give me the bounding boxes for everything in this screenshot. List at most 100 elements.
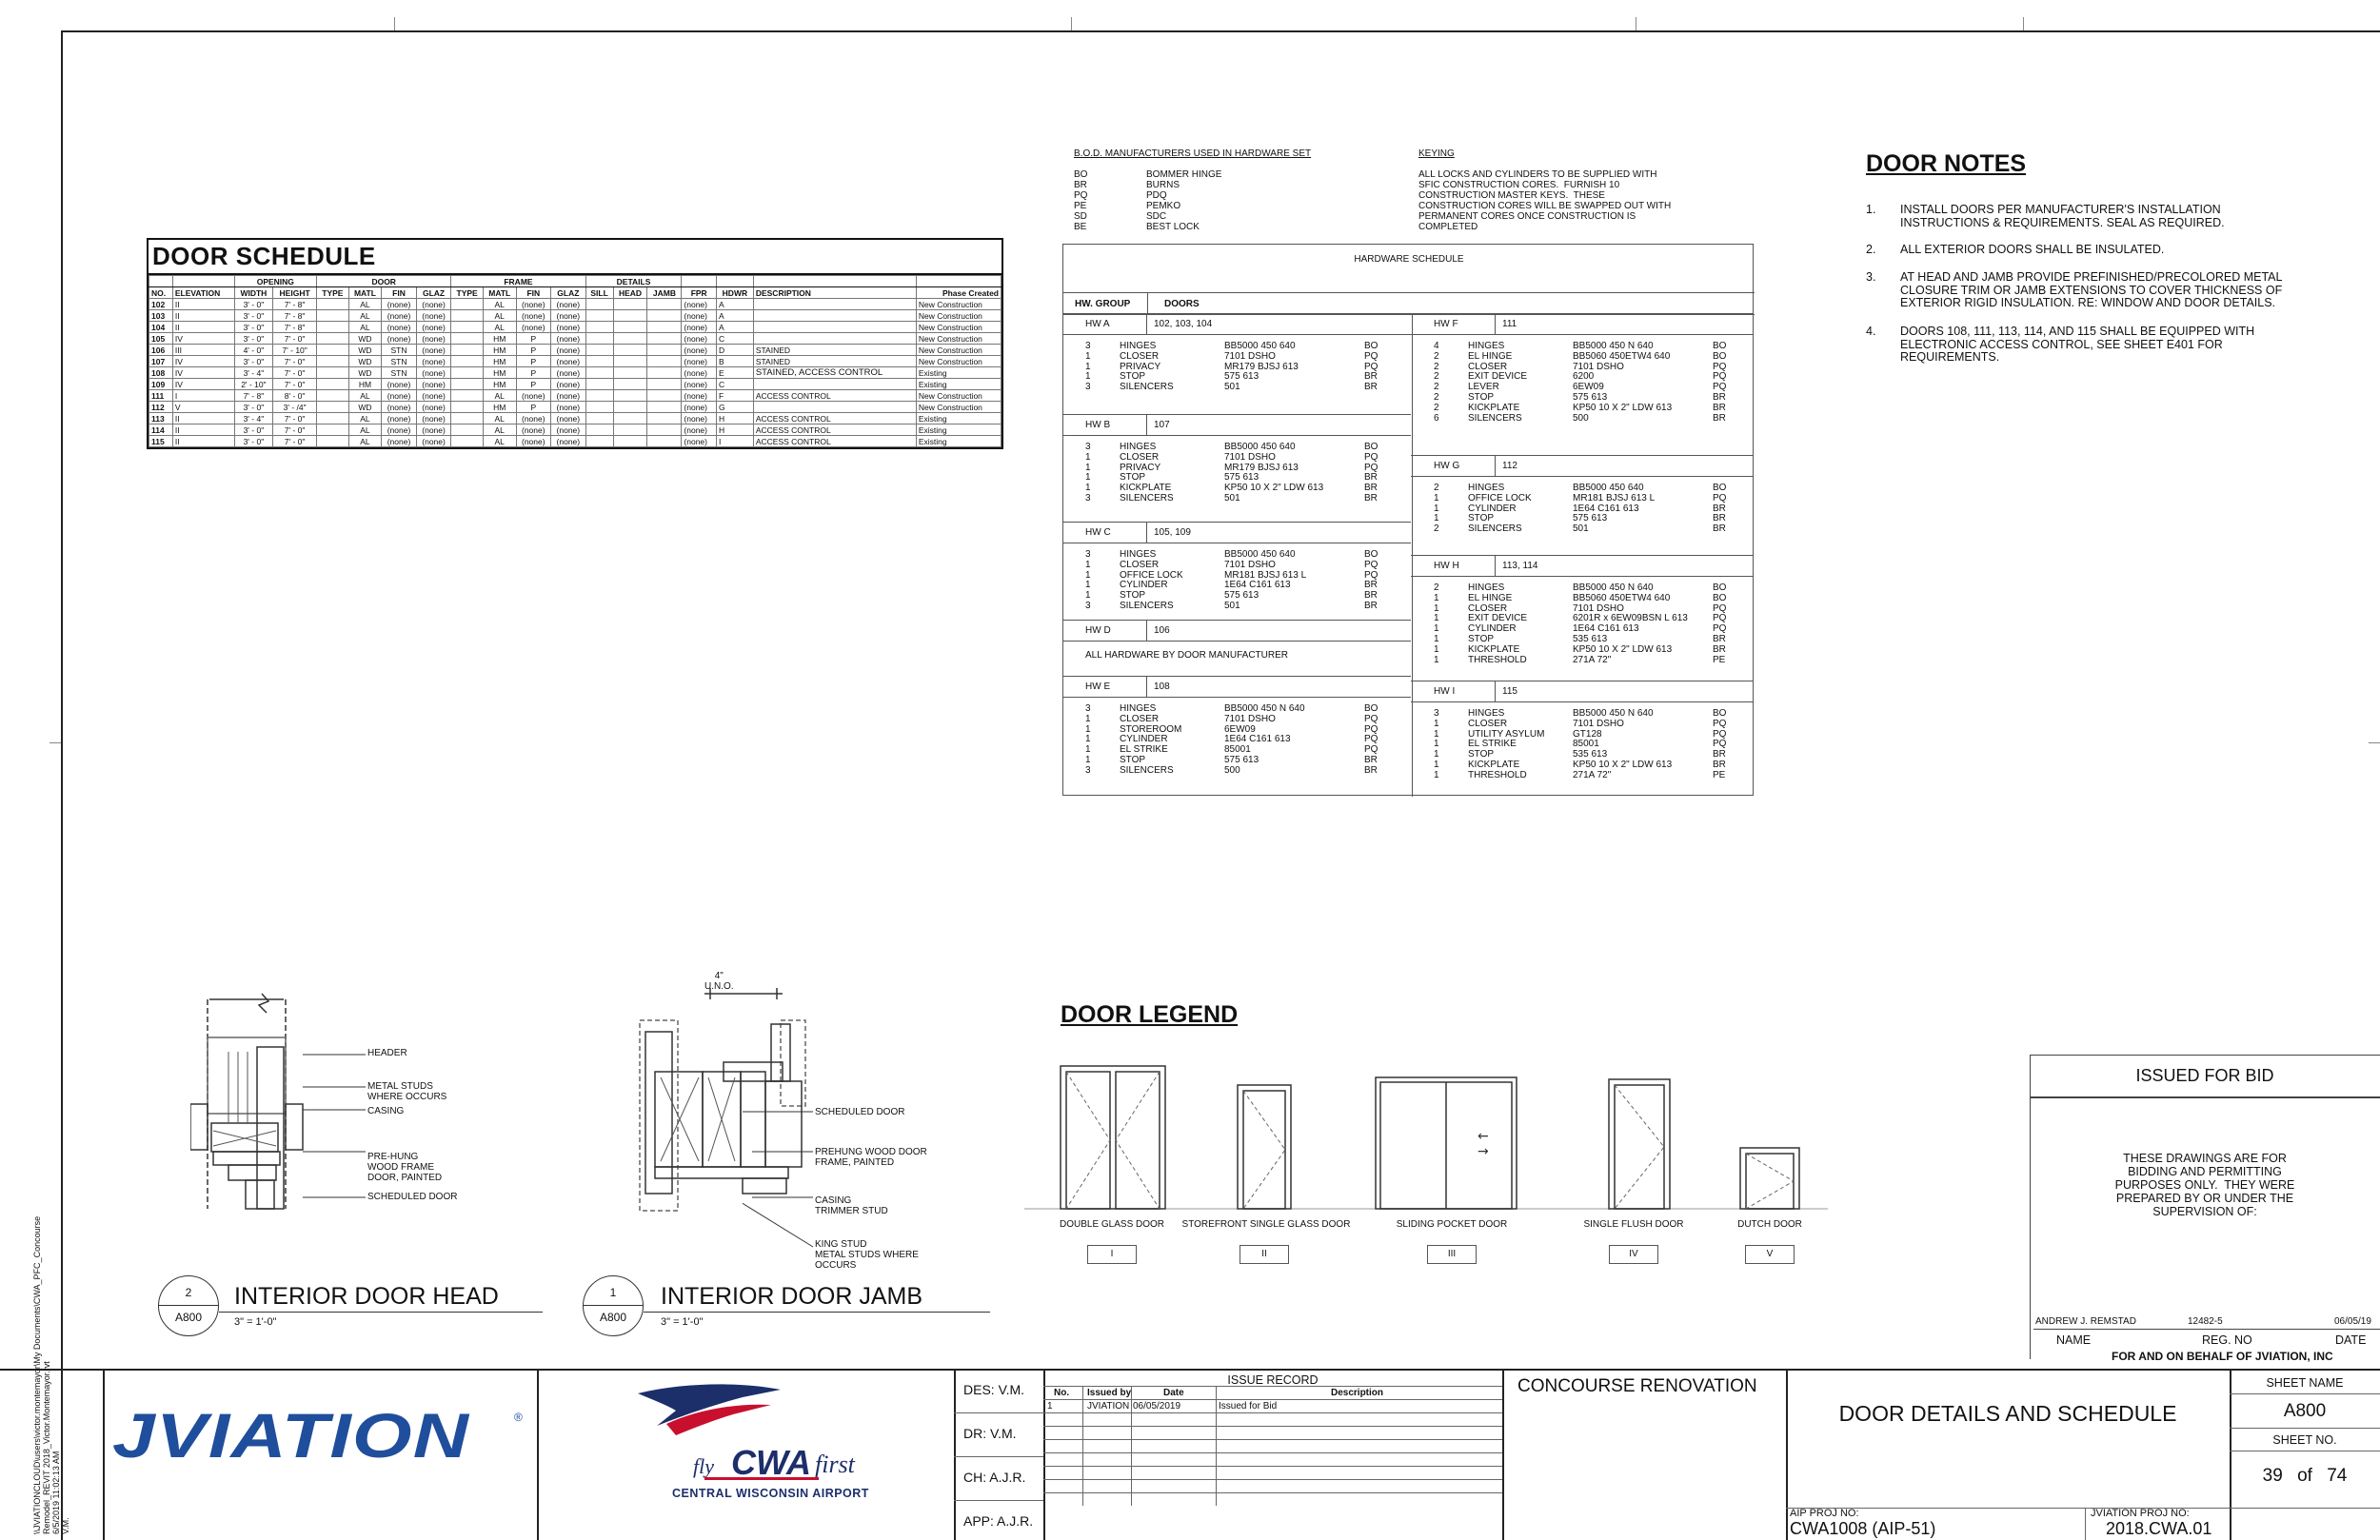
schedule-col-header: FPR: [681, 286, 717, 299]
table-cell: (none): [381, 412, 417, 424]
table-cell: 115: [149, 435, 173, 447]
table-cell: II: [171, 298, 235, 310]
callout-prehung-frame: PRE-HUNG WOOD FRAME DOOR, PAINTED: [367, 1152, 443, 1183]
table-cell: [612, 366, 648, 379]
hw-item-cell: 2: [1434, 382, 1439, 393]
sheet-number-total: 74: [2327, 1466, 2348, 1486]
hw-item-cell: 271A 72": [1573, 654, 1612, 665]
hw-item-cell: 3: [1085, 600, 1091, 611]
hw-item-cell: 1: [1434, 759, 1439, 770]
issued-for-bid-text: THESE DRAWINGS ARE FOR BIDDING AND PERMI…: [2114, 1152, 2295, 1218]
hw-item-cell: MR179 BJSJ 613: [1224, 361, 1299, 372]
table-cell: P: [515, 332, 552, 345]
hw-item-cell: 3: [1085, 764, 1091, 776]
hw-item-cell: STOP: [1120, 371, 1146, 383]
table-cell: WD: [347, 366, 383, 379]
legend-label-dutch: DUTCH DOOR: [1737, 1219, 1802, 1230]
table-cell: 3' - 0": [233, 332, 274, 345]
schedule-col-header: HEAD: [612, 286, 648, 299]
table-cell: 7' - 0": [272, 332, 318, 345]
svg-text:→: →: [1478, 1144, 1489, 1159]
hw-item-cell: BB5000 450 640: [1224, 442, 1296, 452]
schedule-col-header: GLAZ: [550, 286, 586, 299]
table-cell: [585, 344, 614, 356]
file-path-note: \\JVIATIONCLOUD\users\victor.montemayor\…: [32, 1215, 70, 1534]
hw-item-cell: BO: [1713, 582, 1727, 593]
jviation-proj-number: 2018.CWA.01: [2106, 1519, 2212, 1538]
hw-item-cell: BR: [1364, 492, 1378, 503]
hw-item-cell: CLOSER: [1468, 361, 1508, 372]
hw-group-label: HW A: [1085, 319, 1110, 329]
hw-item-cell: KP50 10 X 2" LDW 613: [1573, 643, 1673, 655]
issued-date-label: DATE: [2335, 1333, 2367, 1347]
table-cell: (none): [550, 389, 586, 402]
door-schedule: DOOR SCHEDULE OPENING DOOR FRAME DETAILS…: [147, 238, 1003, 449]
table-cell: E: [715, 366, 754, 379]
table-cell: (none): [381, 309, 417, 322]
table-cell: 3' - 0": [233, 355, 274, 367]
table-cell: (none): [681, 344, 717, 356]
table-cell: [450, 389, 484, 402]
table-cell: II: [171, 321, 235, 333]
hw-item-cell: 1E64 C161 613: [1224, 580, 1291, 591]
table-cell: [316, 309, 349, 322]
hw-item-cell: 1: [1085, 361, 1091, 372]
hw-item-cell: 501: [1224, 382, 1240, 393]
schedule-col-header: JAMB: [646, 286, 683, 299]
table-cell: 7' - 0": [272, 378, 318, 390]
table-cell: IV: [171, 378, 235, 390]
schedule-col-header: TYPE: [316, 286, 349, 299]
table-cell: (none): [415, 321, 452, 333]
table-cell: New Construction: [915, 309, 1002, 322]
table-cell: D: [715, 344, 754, 356]
table-cell: ACCESS CONTROL: [752, 412, 917, 424]
hw-item-cell: BR: [1713, 391, 1726, 403]
table-cell: STAINED: [752, 355, 917, 367]
hw-item-cell: BO: [1364, 341, 1378, 351]
table-cell: [646, 401, 683, 413]
table-cell: (none): [550, 424, 586, 436]
table-cell: 113: [149, 412, 173, 424]
hw-item-cell: EXIT DEVICE: [1468, 613, 1528, 624]
hw-item-cell: BB5000 450 640: [1224, 341, 1296, 351]
table-cell: STN: [381, 344, 417, 356]
table-cell: (none): [550, 298, 586, 310]
table-cell: 7' - 8": [272, 321, 318, 333]
table-cell: AL: [347, 298, 383, 310]
callout-jamb-casing: CASING TRIMMER STUD: [815, 1195, 888, 1216]
hw-item-cell: 1: [1434, 602, 1439, 614]
keying-title: KEYING: [1418, 148, 1455, 159]
table-cell: [316, 389, 349, 402]
table-cell: HM: [347, 378, 383, 390]
issue-record-title: ISSUE RECORD: [1227, 1373, 1319, 1387]
table-cell: [585, 355, 614, 367]
sheet-number: 39 of 74: [2230, 1466, 2380, 1487]
table-cell: [646, 435, 683, 447]
table-cell: [646, 389, 683, 402]
table-cell: Existing: [915, 366, 1002, 379]
callout-metal-studs: METAL STUDS WHERE OCCURS: [367, 1081, 447, 1102]
door-note-1: 1.INSTALL DOORS PER MANUFACTURER'S INSTA…: [1866, 203, 2225, 229]
hw-item-cell: BR: [1364, 382, 1378, 393]
hw-item-cell: BR: [1364, 472, 1378, 484]
table-cell: V: [171, 401, 235, 413]
hw-item-cell: 6EW09: [1224, 723, 1256, 735]
table-cell: (none): [415, 401, 452, 413]
legend-tag-2: II: [1240, 1245, 1289, 1264]
hw-item-cell: KP50 10 X 2" LDW 613: [1573, 402, 1673, 413]
schedule-col-header: MATL: [347, 286, 383, 299]
table-cell: (none): [681, 378, 717, 390]
legend-label-single-flush: SINGLE FLUSH DOOR: [1583, 1219, 1684, 1230]
svg-text:←: ←: [1478, 1129, 1489, 1144]
table-cell: P: [515, 355, 552, 367]
cwa-plane-icon: [638, 1384, 781, 1435]
hw-item-cell: SILENCERS: [1120, 382, 1174, 393]
hw-item-cell: BR: [1364, 600, 1378, 611]
